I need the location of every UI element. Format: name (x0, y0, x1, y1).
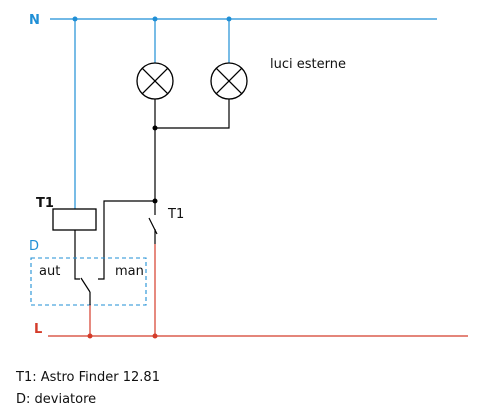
switch-aut-label: aut (39, 264, 60, 279)
legend-line-2: D: deviatore (16, 392, 96, 407)
lamp2-return-wire (155, 99, 230, 129)
live-junction-1 (87, 333, 93, 339)
neutral-junction-3 (226, 16, 232, 22)
switch-man-terminal (98, 275, 105, 280)
live-junction-2 (152, 333, 158, 339)
switch-blade (80, 277, 91, 293)
lamp-2 (210, 62, 248, 100)
switch-box (30, 257, 147, 306)
legend-line-1: T1: Astro Finder 12.81 (15, 370, 160, 385)
lamp-1 (136, 62, 174, 100)
neutral-label: N (29, 13, 40, 28)
relay-coil (52, 208, 97, 231)
neutral-junction-1 (72, 16, 78, 22)
relay-contact-label: T1 (167, 207, 184, 222)
relay-contact-blade (148, 217, 158, 235)
switch-aut-terminal (74, 273, 80, 280)
switch-box-label: D (29, 239, 39, 254)
lamps-label: luci esterne (270, 57, 346, 72)
contact-to-man-wire (103, 200, 155, 275)
relay-coil-label: T1 (36, 196, 54, 211)
switch-man-label: man (115, 264, 144, 279)
live-label: L (34, 322, 42, 337)
neutral-junction-2 (152, 16, 158, 22)
